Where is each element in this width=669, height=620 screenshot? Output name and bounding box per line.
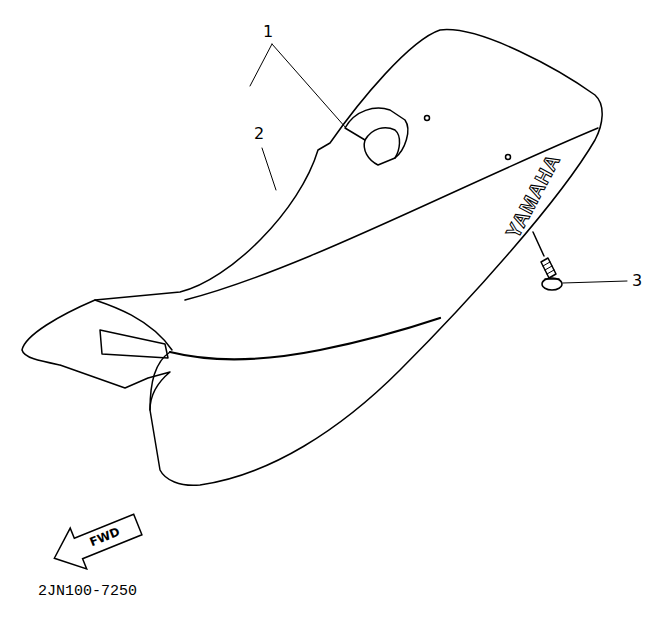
seat-outline (22, 30, 602, 486)
callout-number: 1 (263, 24, 273, 40)
front-flap (150, 352, 170, 410)
leader-line (262, 148, 276, 190)
callout-number: 3 (632, 273, 642, 289)
diagram-code: 2JN100-7250 (38, 584, 137, 599)
leader-line (250, 44, 346, 128)
bolt-collar (545, 278, 559, 280)
bolt-leader (533, 232, 544, 256)
mount-hole (425, 116, 430, 121)
bolt-thread (541, 258, 556, 278)
hook-curl (365, 128, 400, 158)
callout-number: 2 (254, 126, 264, 142)
leader-line (563, 281, 627, 283)
direction-arrow: FWD (45, 512, 149, 570)
side-panel-line (170, 318, 440, 359)
front-edge (95, 300, 172, 350)
bolt-head (542, 278, 562, 290)
mount-hole (506, 155, 511, 160)
arrow-shape (46, 512, 146, 570)
hook-tab (345, 108, 408, 165)
bolt-thread-ticks (543, 262, 554, 274)
